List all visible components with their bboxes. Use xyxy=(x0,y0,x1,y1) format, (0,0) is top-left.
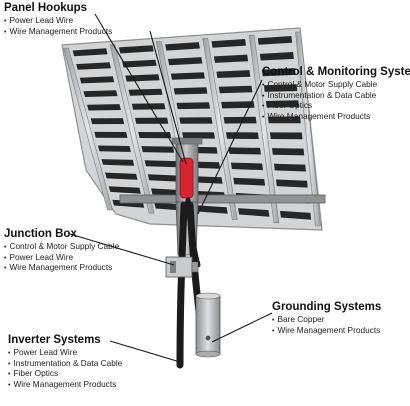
panel-slot xyxy=(141,146,175,153)
grounding-list: Bare Copper Wire Management Products xyxy=(272,314,381,337)
panel-rail xyxy=(248,34,280,224)
panel-slot xyxy=(87,104,121,111)
control-monitoring-title: Control & Monitoring Systems xyxy=(262,66,410,78)
panel-slots xyxy=(72,36,312,220)
panel-hookups-title: Panel Hookups xyxy=(4,2,88,14)
black-cable-left xyxy=(176,201,188,369)
control-monitoring-list: Control & Motor Supply Cable Instrumenta… xyxy=(262,79,410,123)
panel-slot xyxy=(135,117,169,124)
leader-inverter xyxy=(109,340,181,363)
panel-slot xyxy=(221,101,255,109)
inverter-item: Power Lead Wire xyxy=(8,347,122,359)
leader-grounding xyxy=(211,312,273,343)
panel-slot xyxy=(261,68,296,77)
inverter-item: Fiber Optics xyxy=(8,369,122,380)
panel-slot xyxy=(182,132,215,139)
panel-slot xyxy=(122,59,157,68)
panel-slot xyxy=(176,102,210,110)
callout-leaders xyxy=(69,13,273,363)
callout-grounding-systems: Grounding Systems Bare Copper Wire Manag… xyxy=(272,301,381,336)
grounding-item: Wire Management Products xyxy=(272,325,381,337)
panel-slot xyxy=(97,145,131,152)
panel-slot xyxy=(216,70,251,78)
panel-slot xyxy=(238,208,270,217)
panel-slot xyxy=(147,174,181,182)
control-monitoring-item: Control & Motor Supply Cable xyxy=(262,79,410,91)
inverter-item: Instrumentation & Data Cable xyxy=(8,358,122,370)
panel-slot xyxy=(259,52,294,61)
inverter-item: Wire Management Products xyxy=(8,379,122,391)
panel-slot xyxy=(118,45,154,54)
inverter-title: Inverter Systems xyxy=(8,334,101,346)
panel-hookups-list: Power Lead Wire Wire Management Products xyxy=(4,15,112,38)
panel-slot xyxy=(218,85,253,94)
torque-tube xyxy=(119,194,326,204)
panel-slot xyxy=(211,39,246,48)
panel-slot xyxy=(144,160,178,168)
control-monitoring-item: Fiber Optics xyxy=(262,101,410,112)
panel-slot xyxy=(76,62,111,70)
solar-panel xyxy=(61,27,326,231)
panel-rail xyxy=(202,38,238,220)
panel-slot xyxy=(105,172,138,180)
panel-slot xyxy=(274,163,306,172)
panel-slot xyxy=(257,36,293,45)
red-cable-sleeve xyxy=(179,157,194,199)
panel-slot xyxy=(151,188,183,197)
control-monitoring-item: Wire Management Products xyxy=(262,111,410,123)
grounding-title: Grounding Systems xyxy=(272,301,382,313)
junction-box-item: Wire Management Products xyxy=(4,263,119,274)
panel-slot xyxy=(108,186,141,194)
panel-hookups-item: Wire Management Products xyxy=(4,26,112,38)
callout-junction-box: Junction Box Control & Motor Supply Cabl… xyxy=(4,228,119,274)
panel-slot xyxy=(226,132,259,139)
panel-slot xyxy=(228,147,261,155)
panel-slot xyxy=(196,205,228,214)
panel-rail xyxy=(63,47,113,211)
panel-slot xyxy=(269,132,303,140)
panel-slot xyxy=(276,179,308,188)
panel-hookups-item: Power Lead Wire xyxy=(4,15,112,27)
panel-slot xyxy=(165,42,200,51)
callout-inverter-systems: Inverter Systems Power Lead Wire Instrum… xyxy=(8,334,122,390)
panel-slot xyxy=(173,87,208,95)
leader-junction-box xyxy=(69,233,175,266)
junction-box-list: Control & Motor Supply Cable Power Lead … xyxy=(4,241,119,274)
panel-slot xyxy=(83,90,118,97)
junction-box-title: Junction Box xyxy=(4,228,77,240)
junction-box xyxy=(165,256,199,278)
panel-slot xyxy=(168,57,203,66)
panel-slot xyxy=(90,118,125,125)
leader-panel-hookups xyxy=(94,13,184,163)
panel-slot xyxy=(213,54,249,63)
control-monitoring-item: Instrumentation & Data Cable xyxy=(262,90,410,102)
callout-control-monitoring: Control & Monitoring Systems Control & M… xyxy=(262,66,410,122)
ground-rod xyxy=(195,292,221,358)
panel-slot xyxy=(170,72,205,80)
leader-panel-hookups-2 xyxy=(149,30,187,165)
junction-cable xyxy=(185,197,201,268)
panel-slot xyxy=(179,117,213,124)
panel-slot xyxy=(230,162,263,171)
callout-panel-hookups: Panel Hookups Power Lead Wire Wire Manag… xyxy=(4,2,112,37)
panel-slot xyxy=(131,103,166,110)
panel-slot xyxy=(128,88,163,96)
panel-slot xyxy=(233,177,266,186)
grounding-item: Bare Copper xyxy=(272,314,381,326)
panel-slot xyxy=(272,148,305,156)
panel-slot xyxy=(79,76,115,84)
panel-slot xyxy=(138,132,172,139)
junction-box-item: Power Lead Wire xyxy=(4,252,119,264)
panel-slot xyxy=(223,116,257,124)
inverter-list: Power Lead Wire Instrumentation & Data C… xyxy=(8,347,122,391)
panel-slot xyxy=(94,131,128,138)
panel-slot xyxy=(101,159,135,166)
junction-box-item: Control & Motor Supply Cable xyxy=(4,241,119,253)
leader-control-monitoring xyxy=(197,79,263,215)
panel-slot xyxy=(72,48,108,57)
panel-slot xyxy=(280,210,312,220)
